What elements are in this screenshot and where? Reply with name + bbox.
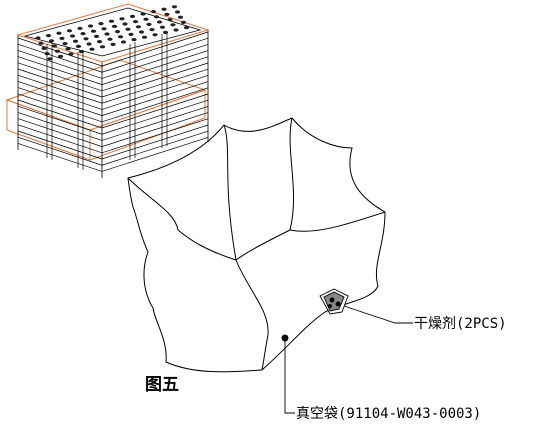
tray-pocket	[96, 40, 103, 44]
tray-pocket	[173, 28, 179, 32]
tray-pocket	[177, 15, 184, 19]
tray-pocket	[180, 20, 187, 24]
tray-pocket	[167, 18, 173, 22]
desiccant-label: 干燥剂(2PCS)	[414, 316, 507, 332]
tray-pocket	[72, 39, 79, 43]
tray-pocket	[89, 47, 95, 51]
tray-layer-edge	[17, 130, 209, 166]
tray-pocket	[152, 33, 158, 37]
vacuum-bag-label: 真空袋(91104-W043-0003)	[296, 406, 481, 422]
tray-pocket	[104, 32, 110, 36]
figure-title: 图五	[145, 375, 179, 395]
tray-pocket	[45, 34, 52, 38]
tray-pocket	[143, 17, 149, 21]
tray-layer-edge	[17, 137, 209, 172]
tray-pocket	[170, 23, 176, 27]
tray-pockets	[35, 5, 190, 61]
tray-pocket	[93, 34, 100, 39]
tray-pocket	[150, 10, 157, 14]
tray-pocket	[164, 12, 170, 16]
strapping-bands	[46, 32, 168, 170]
tray-pocket	[153, 15, 160, 19]
tray-pocket	[90, 29, 97, 33]
tray-pocket	[132, 20, 139, 24]
tray-pocket	[183, 26, 190, 30]
tray-pocket	[131, 38, 137, 42]
tray-pocket	[138, 30, 145, 34]
tray-pocket	[56, 31, 62, 35]
tray-pocket	[41, 46, 47, 51]
tray-pocket	[146, 22, 152, 26]
tray-layer-edge	[17, 124, 209, 160]
desiccant-pack	[319, 288, 349, 315]
tray-pocket	[98, 22, 104, 26]
tray-pocket	[156, 20, 163, 24]
tray-pocket	[86, 42, 92, 46]
tray-pocket	[57, 54, 64, 59]
tray-pocket	[101, 27, 107, 31]
tray-pocket	[140, 12, 146, 16]
tray-pocket	[51, 44, 58, 48]
tray-pocket	[54, 49, 61, 53]
tray-pocket	[38, 41, 44, 45]
tray-pocket	[75, 44, 82, 49]
tray-stack	[5, 3, 210, 178]
tray-pocket	[161, 7, 167, 11]
desiccant-leader	[343, 305, 413, 324]
tray-pocket	[120, 40, 127, 44]
tray-pocket	[87, 24, 94, 28]
tray-pocket	[108, 19, 115, 23]
tray-pocket	[111, 24, 118, 28]
tray-pocket	[114, 30, 121, 34]
tray-pocket	[47, 57, 53, 61]
tray-pocket	[59, 36, 65, 41]
tray-pocket	[99, 45, 106, 49]
tray-pocket	[117, 35, 124, 39]
vacuum-bag-leader	[281, 334, 295, 414]
tray-pocket	[83, 37, 89, 41]
tray-pocket	[48, 39, 55, 43]
tray-pocket	[141, 35, 148, 39]
tray-pocket	[171, 5, 178, 9]
tray-pocket	[66, 29, 73, 33]
tray-pocket	[110, 42, 116, 47]
tray-pocket	[135, 25, 142, 29]
tray-pocket	[128, 32, 134, 37]
tray-pocket	[119, 17, 125, 21]
tray-pocket	[159, 25, 166, 29]
tray-pocket	[174, 10, 181, 14]
tray-layer-edge	[17, 118, 209, 154]
tray-pocket	[129, 14, 136, 18]
tray-pocket	[62, 42, 68, 46]
tray-pocket	[68, 52, 74, 56]
tray-pocket	[107, 37, 113, 41]
vacuum-bag	[127, 117, 386, 373]
tray-pocket	[122, 22, 128, 26]
tray-pocket	[69, 34, 76, 38]
tray-pocket	[125, 27, 131, 31]
tray-pocket	[80, 31, 86, 36]
tray-pocket	[149, 28, 155, 32]
top-tray	[16, 3, 210, 63]
tray-pocket	[65, 47, 71, 51]
tray-pocket	[77, 26, 83, 30]
tray-pocket	[35, 36, 41, 40]
